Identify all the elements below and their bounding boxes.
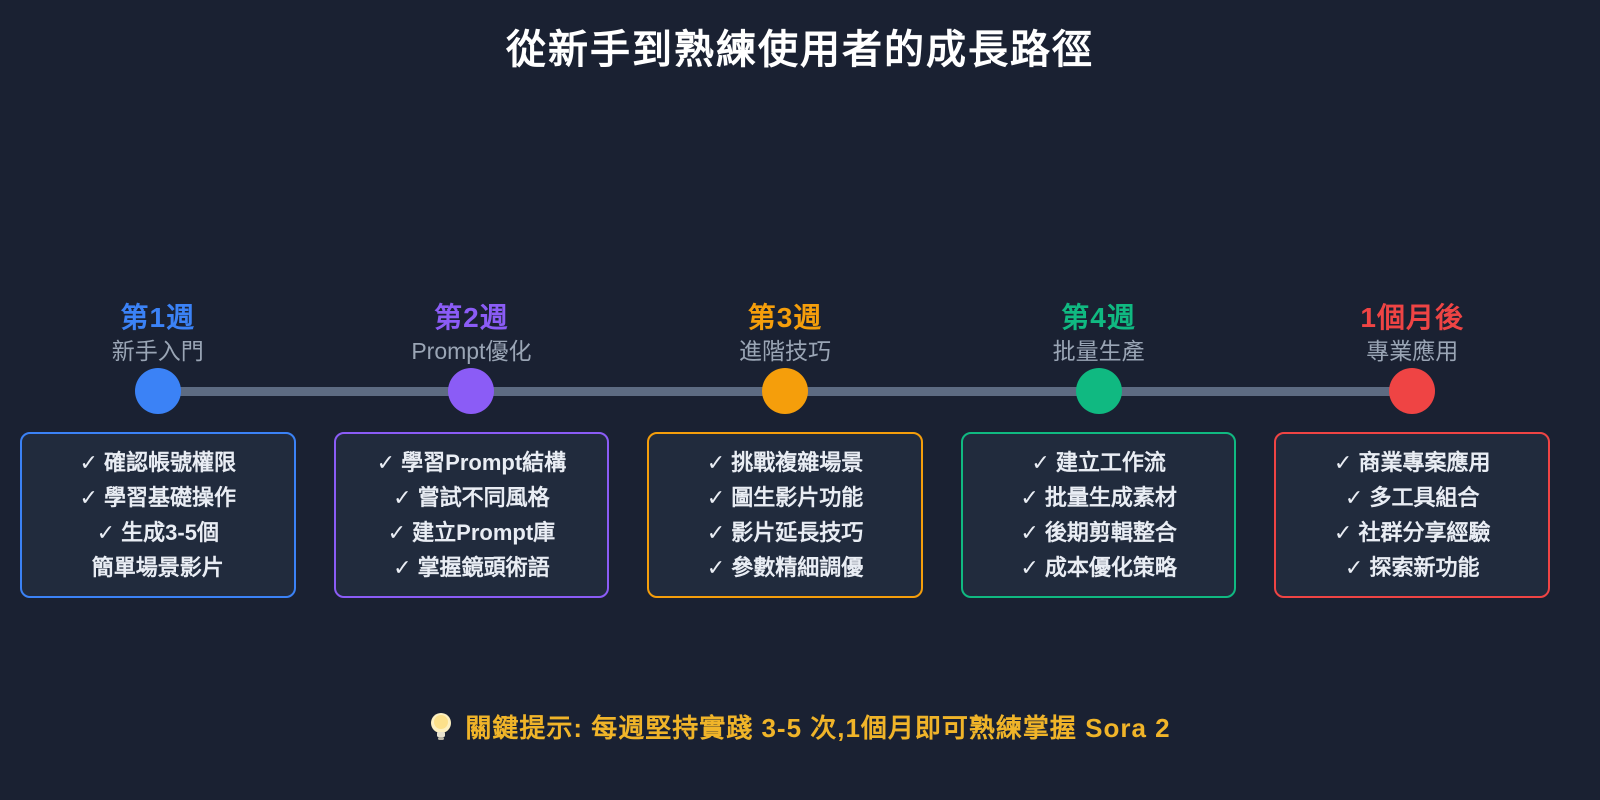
page-title: 從新手到熟練使用者的成長路徑 [506, 28, 1094, 72]
stage-week-label: 第3週 [747, 302, 823, 333]
stage-week-label: 1個月後 [1360, 302, 1464, 333]
stage-card: ✓ 建立工作流 ✓ 批量生成素材 ✓ 後期剪輯整合 ✓ 成本優化策略 [960, 432, 1237, 598]
timeline-dot [1075, 368, 1122, 414]
checklist-item: ✓ 後期剪輯整合 [1020, 520, 1177, 545]
checklist-item: ✓ 成本優化策略 [1020, 555, 1177, 580]
stage-card: ✓ 確認帳號權限 ✓ 學習基礎操作 ✓ 生成3-5個 簡單場景影片 [20, 432, 296, 598]
checklist-item: ✓ 影片延長技巧 [706, 520, 864, 545]
checklist-item: ✓ 嘗試不同風格 [393, 485, 550, 510]
timeline: 第1週 新手入門 ✓ 確認帳號權限 ✓ 學習基礎操作 ✓ 生成3-5個 簡單場景… [0, 300, 1600, 598]
checklist-item: ✓ 確認帳號權限 [79, 450, 237, 475]
stage-column-month1: 1個月後 專業應用 ✓ 商業專案應用 ✓ 多工具組合 ✓ 社群分享經驗 ✓ 探索… [1274, 300, 1550, 598]
checklist-item: ✓ 建立工作流 [1031, 450, 1166, 475]
checklist-item: ✓ 多工具組合 [1344, 485, 1480, 510]
stage-column-week2: 第2週 Prompt優化 ✓ 學習Prompt結構 ✓ 嘗試不同風格 ✓ 建立P… [333, 300, 610, 598]
checklist-item: ✓ 商業專案應用 [1333, 450, 1491, 475]
checklist-item: ✓ 生成3-5個 [96, 520, 219, 545]
checklist-item: ✓ 圖生影片功能 [706, 485, 864, 510]
checklist-item: ✓ 參數精細調優 [706, 555, 864, 580]
timeline-dot [1389, 368, 1436, 414]
key-tip-text: 關鍵提示: 每週堅持實踐 3-5 次,1個月即可熟練掌握 Sora 2 [465, 713, 1171, 743]
checklist-item: ✓ 批量生成素材 [1020, 485, 1177, 510]
checklist-item: ✓ 學習Prompt結構 [376, 450, 567, 475]
checklist-item: ✓ 探索新功能 [1344, 555, 1480, 580]
lightbulb-icon [429, 711, 453, 745]
checklist-item: ✓ 社群分享經驗 [1333, 520, 1491, 545]
stage-week-label: 第1週 [120, 302, 196, 333]
stage-column-week1: 第1週 新手入門 ✓ 確認帳號權限 ✓ 學習基礎操作 ✓ 生成3-5個 簡單場景… [20, 300, 296, 598]
stage-card: ✓ 挑戰複雜場景 ✓ 圖生影片功能 ✓ 影片延長技巧 ✓ 參數精細調優 [647, 432, 923, 598]
stage-subtitle: 批量生產 [1052, 338, 1145, 364]
checklist-item: ✓ 掌握鏡頭術語 [393, 555, 550, 580]
timeline-dot [761, 368, 808, 414]
key-tip-bar: 關鍵提示: 每週堅持實踐 3-5 次,1個月即可熟練掌握 Sora 2 [0, 708, 1600, 748]
stage-week-label: 第2週 [434, 302, 509, 333]
stage-subtitle: 進階技巧 [738, 338, 831, 364]
checklist-item: ✓ 挑戰複雜場景 [706, 450, 864, 475]
stage-card: ✓ 學習Prompt結構 ✓ 嘗試不同風格 ✓ 建立Prompt庫 ✓ 掌握鏡頭… [333, 432, 610, 598]
stage-columns: 第1週 新手入門 ✓ 確認帳號權限 ✓ 學習基礎操作 ✓ 生成3-5個 簡單場景… [0, 300, 1600, 598]
stage-subtitle: Prompt優化 [411, 338, 532, 364]
checklist-item: ✓ 建立Prompt庫 [387, 520, 556, 545]
checklist-item: ✓ 學習基礎操作 [79, 485, 237, 510]
checklist-item: 簡單場景影片 [91, 555, 224, 580]
stage-subtitle: 專業應用 [1366, 338, 1459, 364]
stage-card: ✓ 商業專案應用 ✓ 多工具組合 ✓ 社群分享經驗 ✓ 探索新功能 [1274, 432, 1550, 598]
stage-column-week3: 第3週 進階技巧 ✓ 挑戰複雜場景 ✓ 圖生影片功能 ✓ 影片延長技巧 ✓ 參數… [647, 300, 923, 598]
stage-subtitle: 新手入門 [111, 338, 204, 364]
timeline-dot [448, 368, 495, 414]
timeline-dot [134, 368, 181, 414]
stage-week-label: 第4週 [1061, 302, 1136, 333]
stage-column-week4: 第4週 批量生產 ✓ 建立工作流 ✓ 批量生成素材 ✓ 後期剪輯整合 ✓ 成本優… [960, 300, 1237, 598]
